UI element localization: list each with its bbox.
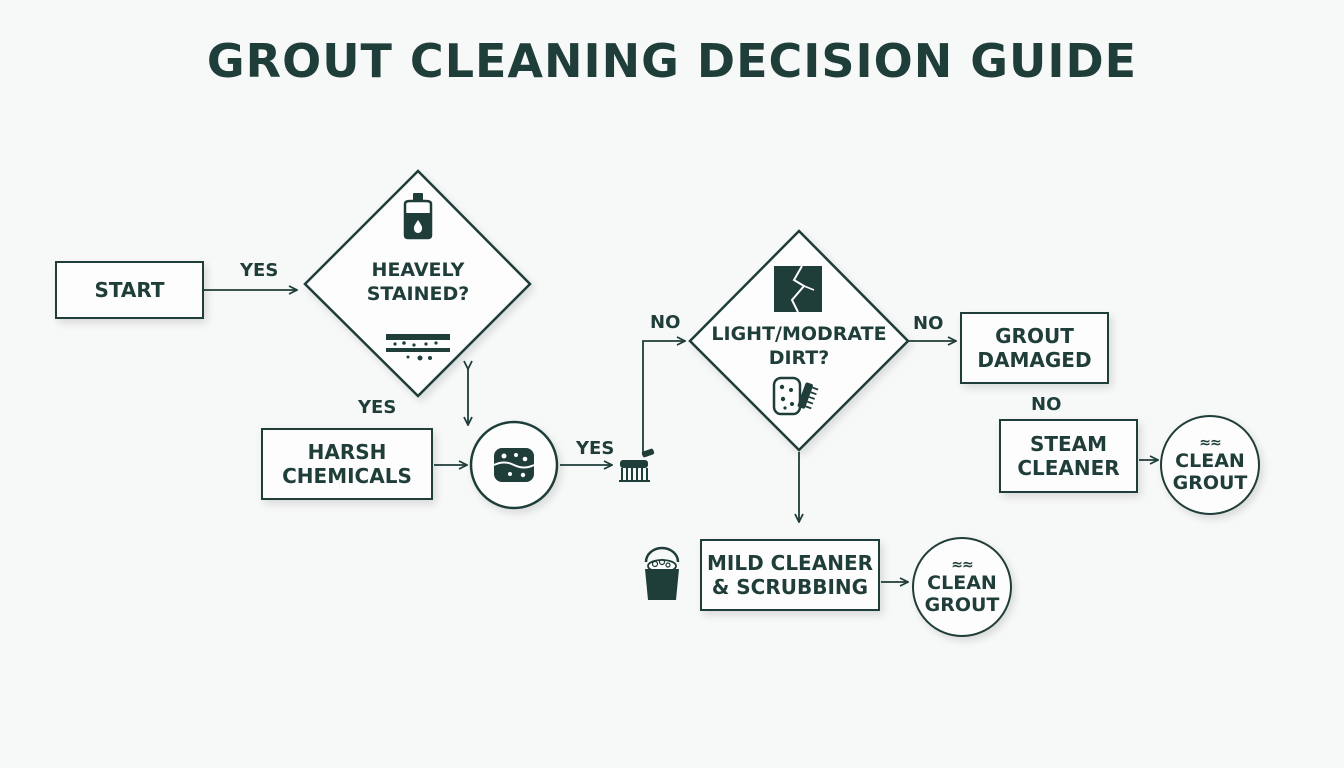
start-node: START <box>55 261 204 319</box>
edge-label-steam-no: NO <box>1031 394 1062 415</box>
brush-icon <box>619 448 655 482</box>
clean-grout-right-node: ≈≈ CLEAN GROUT <box>1160 415 1260 515</box>
heavily-stained-diamond <box>303 169 532 398</box>
grout-line-icon <box>386 334 450 361</box>
edge-label-damaged-no: NO <box>913 313 944 334</box>
mild-cleaner-label: MILD CLEANER & SCRUBBING <box>706 551 873 599</box>
steam-cleaner-label: STEAM CLEANER <box>1017 432 1120 480</box>
sponge-node <box>469 420 559 510</box>
edge-label-start-yes: YES <box>240 260 279 281</box>
light-dirt-label: LIGHT/MODRATE DIRT? <box>711 323 887 369</box>
steam-icon: ≈≈ <box>1199 435 1221 451</box>
edge-label-sponge-yes: YES <box>576 438 615 459</box>
heavily-stained-label: HEAVELY STAINED? <box>366 259 470 305</box>
cracked-tile-icon <box>774 265 822 313</box>
clean-grout-bottom-node: ≈≈ CLEAN GROUT <box>912 537 1012 637</box>
arrow-brush-to-light-dirt <box>642 341 684 455</box>
harsh-chemicals-label: HARSH CHEMICALS <box>282 440 412 488</box>
clean-grout-bottom-label: CLEAN GROUT <box>924 572 1000 616</box>
edge-label-stained-yes: YES <box>358 397 397 418</box>
page-title: GROUT CLEANING DECISION GUIDE <box>206 34 1138 88</box>
grout-damaged-node: GROUT DAMAGED <box>960 312 1109 384</box>
sponge-brush-icon <box>772 376 819 416</box>
sponge-icon <box>493 448 535 482</box>
grout-damaged-label: GROUT DAMAGED <box>977 324 1092 372</box>
start-label: START <box>94 278 165 302</box>
bucket-icon <box>644 546 680 600</box>
clean-grout-right-label: CLEAN GROUT <box>1172 450 1248 494</box>
steam-icon: ≈≈ <box>951 557 973 573</box>
light-dirt-diamond <box>688 229 910 452</box>
mild-cleaner-node: MILD CLEANER & SCRUBBING <box>700 539 880 611</box>
bottle-icon <box>403 193 433 240</box>
harsh-chemicals-node: HARSH CHEMICALS <box>261 428 433 500</box>
steam-cleaner-node: STEAM CLEANER <box>999 419 1138 493</box>
edge-label-light-no: NO <box>650 312 681 333</box>
